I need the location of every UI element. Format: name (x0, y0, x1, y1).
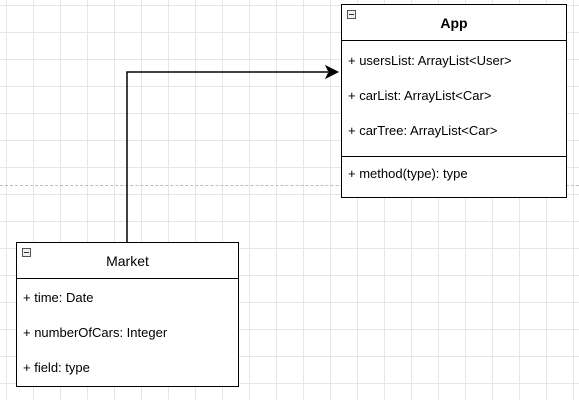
class-market-attributes: + time: Date + numberOfCars: Integer + f… (17, 279, 238, 385)
class-market-attribute[interactable]: + time: Date (23, 290, 94, 305)
class-app-divider (342, 156, 566, 157)
class-app-header[interactable]: App (342, 5, 566, 41)
class-app-method[interactable]: + method(type): type (348, 166, 468, 181)
class-market-attribute[interactable]: + numberOfCars: Integer (23, 325, 168, 340)
class-app-attribute[interactable]: + carTree: ArrayList<Car> (348, 123, 498, 138)
class-market-header[interactable]: Market (17, 243, 238, 279)
class-app-attribute[interactable]: + carList: ArrayList<Car> (348, 88, 492, 103)
page-break-line (0, 185, 579, 186)
class-market-attribute[interactable]: + field: type (23, 360, 90, 375)
collapse-icon[interactable] (22, 248, 31, 257)
class-app-methods: + method(type): type (342, 157, 566, 191)
arrowhead-icon (324, 64, 340, 80)
class-market-title: Market (106, 252, 149, 269)
class-app-attribute[interactable]: + usersList: ArrayList<User> (348, 53, 512, 68)
class-market[interactable]: Market + time: Date + numberOfCars: Inte… (16, 242, 239, 387)
class-app-title: App (440, 14, 468, 31)
class-app[interactable]: App + usersList: ArrayList<User> + carLi… (341, 4, 567, 198)
collapse-icon[interactable] (347, 10, 356, 19)
connector-line[interactable] (126, 71, 328, 242)
class-app-attributes: + usersList: ArrayList<User> + carList: … (342, 41, 566, 148)
